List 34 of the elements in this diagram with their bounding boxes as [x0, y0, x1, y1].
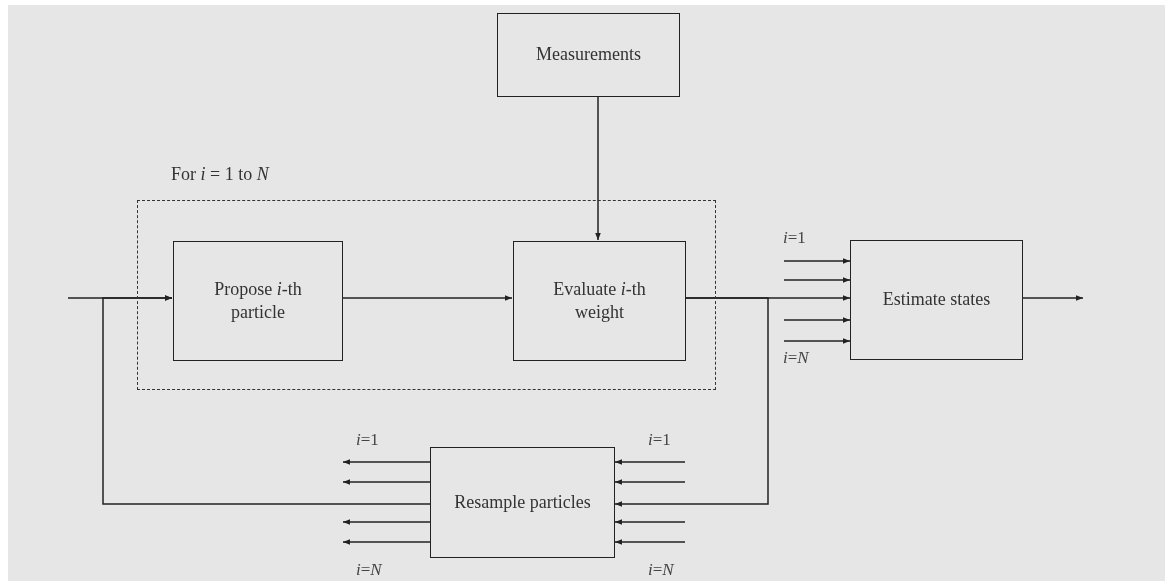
index-label: i=N — [783, 348, 809, 368]
index-label: i=N — [648, 560, 674, 580]
arrow — [102, 295, 431, 505]
index-label: i=1 — [356, 430, 379, 450]
arrow — [783, 258, 851, 264]
arrow — [342, 539, 431, 545]
arrow — [1022, 295, 1084, 301]
process-box — [173, 241, 343, 361]
process-box — [430, 447, 615, 558]
index-label: i=N — [356, 560, 382, 580]
box-label: Measurements — [536, 43, 641, 67]
process-box — [497, 13, 680, 97]
arrow — [783, 277, 851, 283]
box-label: Propose i-th particle — [213, 277, 303, 324]
process-box — [850, 240, 1023, 360]
arrow — [783, 338, 851, 344]
arrow — [783, 317, 851, 323]
arrow — [342, 459, 431, 465]
loop-heading: For i = 1 to N — [171, 163, 269, 186]
arrow — [614, 459, 686, 465]
box-label: Resample particles — [454, 490, 591, 514]
arrow — [614, 519, 686, 525]
arrow — [342, 519, 431, 525]
arrow — [614, 539, 686, 545]
index-label: i=1 — [783, 228, 806, 248]
process-box — [513, 241, 686, 361]
arrow — [595, 96, 601, 241]
arrow — [341, 295, 513, 301]
box-label: Evaluate i-th weight — [552, 277, 647, 324]
arrow — [342, 479, 431, 485]
index-label: i=1 — [648, 430, 671, 450]
box-label: Estimate states — [882, 288, 991, 312]
arrow — [614, 297, 769, 507]
arrow — [614, 479, 686, 485]
